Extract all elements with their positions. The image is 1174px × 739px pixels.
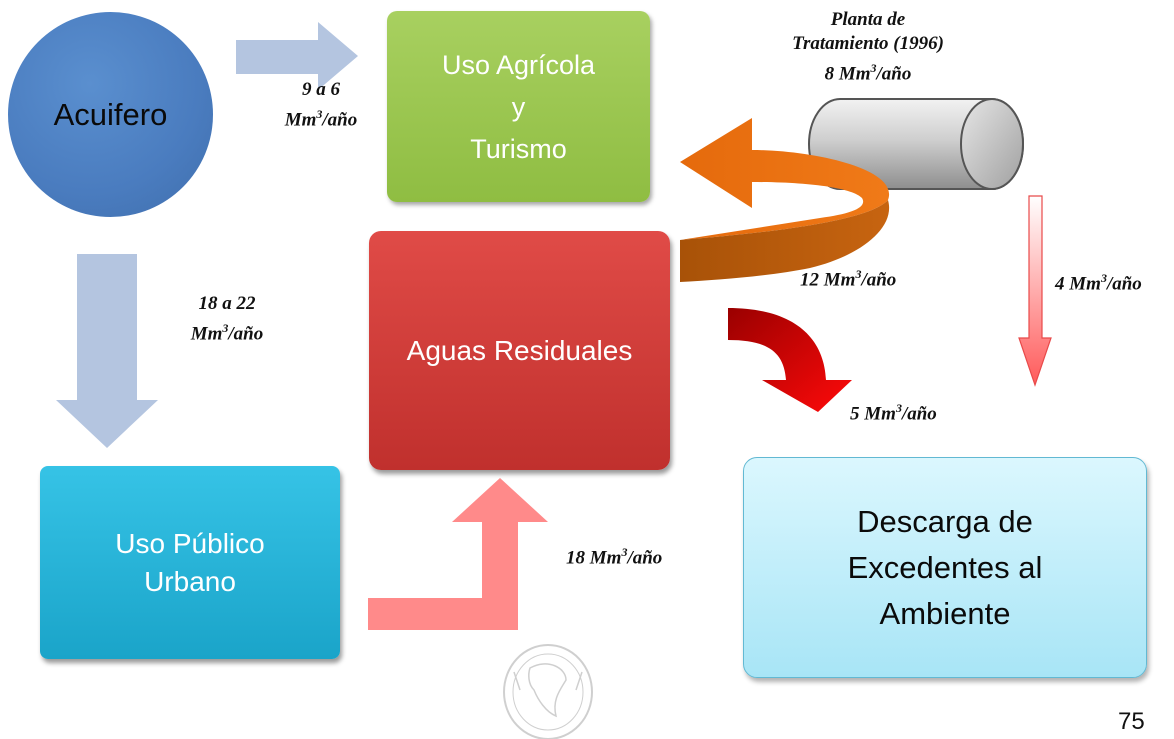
- arrow-reuse-to-agricola: [680, 118, 890, 282]
- flow-label-planta-descarga: 4 Mm3/año: [1055, 271, 1142, 295]
- descarga-node: Descarga de Excedentes al Ambiente: [743, 457, 1147, 678]
- descarga-label-line-3: Ambiente: [879, 595, 1011, 631]
- aguas-residuales-node: Aguas Residuales: [369, 231, 670, 470]
- urbano-label-line-1: Uso Público: [115, 527, 265, 559]
- acuifero-node: Acuifero: [8, 12, 213, 217]
- page-number: 75: [1118, 708, 1145, 735]
- aguas-residuales-label: Aguas Residuales: [406, 334, 633, 366]
- descarga-label-line-2: Excedentes al: [847, 549, 1043, 585]
- treatment-plant-cylinder-icon: [808, 98, 1024, 190]
- urbano-label-line-2: Urbano: [144, 565, 236, 597]
- agricola-label-line-2: y: [511, 91, 526, 122]
- flow-label-reuse: 12 Mm3/año: [800, 267, 897, 291]
- agricola-label-line-3: Turismo: [470, 133, 567, 164]
- arrow-planta-to-descarga: [1018, 195, 1052, 387]
- university-seal-watermark-icon: [503, 644, 593, 739]
- flow-label-planta: Planta de Tratamiento (1996) 8 Mm3/año: [792, 9, 944, 85]
- arrow-aguas-to-descarga: [728, 308, 852, 412]
- arrow-acuifero-to-urbano: [56, 254, 158, 448]
- agricola-label-line-1: Uso Agrícola: [441, 49, 596, 80]
- acuifero-label: Acuifero: [53, 96, 168, 132]
- flow-label-aguas-descarga: 5 Mm3/año: [850, 401, 937, 425]
- flow-label-acuifero-urbano: 18 a 22 Mm3/año: [190, 293, 264, 345]
- descarga-label-line-1: Descarga de: [857, 503, 1033, 539]
- flow-label-acuifero-agricola: 9 a 6 Mm3/año: [284, 79, 358, 131]
- uso-agricola-node: Uso Agrícola y Turismo: [387, 11, 650, 202]
- uso-publico-urbano-node: Uso Público Urbano: [40, 466, 340, 659]
- arrow-acuifero-to-agricola: [236, 22, 358, 90]
- flow-label-urbano-aguas: 18 Mm3/año: [566, 545, 663, 569]
- arrow-urbano-to-aguas: [368, 478, 548, 630]
